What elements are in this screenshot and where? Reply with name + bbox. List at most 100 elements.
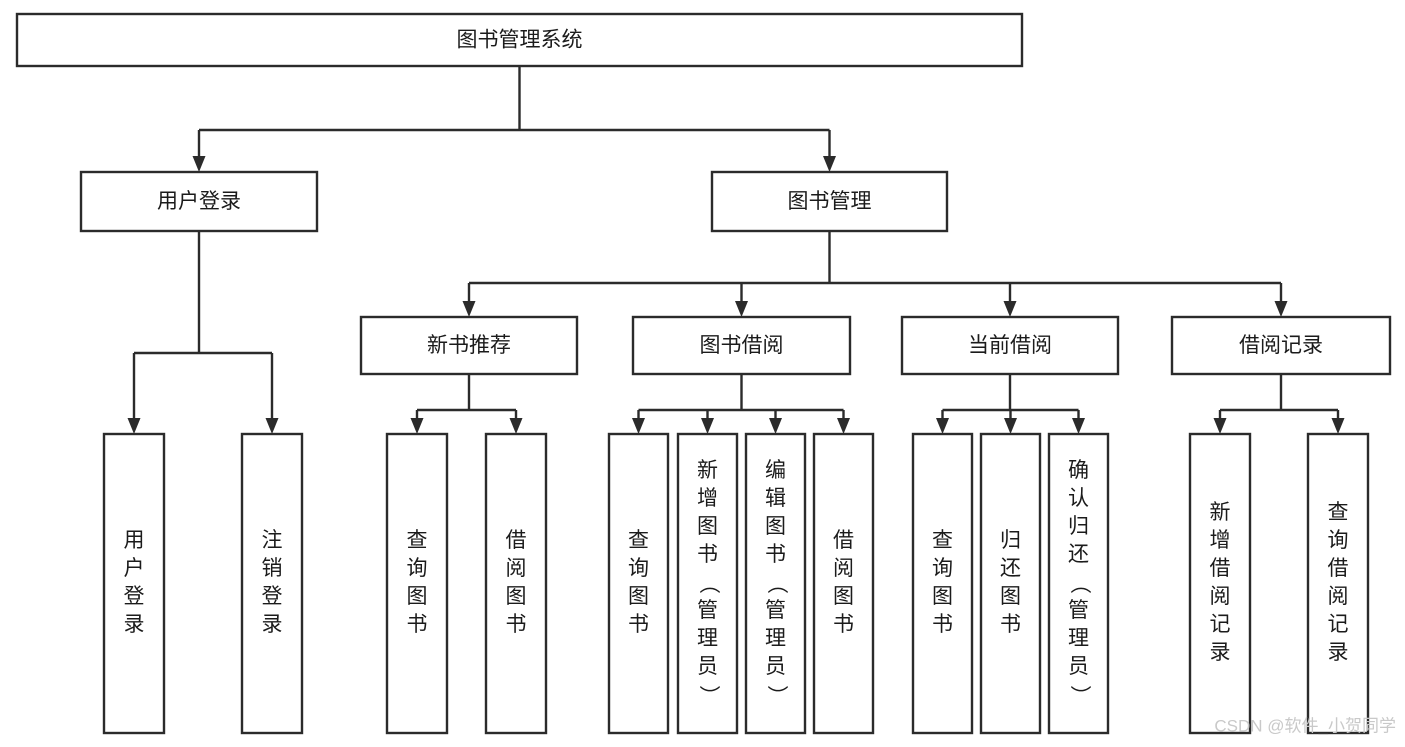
- node-box-leaf-add-record[interactable]: [1188, 432, 1252, 735]
- label-char: 归: [1068, 515, 1089, 538]
- label-char: 书: [407, 613, 428, 636]
- arrow-head-icon: [192, 156, 206, 172]
- node-box-leaf-confirm-return[interactable]: [1047, 432, 1110, 735]
- node-box-leaf-query-book-rec[interactable]: [385, 432, 449, 735]
- arrow-head-icon: [1004, 418, 1017, 434]
- node-box-leaf-edit-book[interactable]: [744, 432, 807, 735]
- node-box-leaf-add-book[interactable]: [676, 432, 739, 735]
- connector-group-borrow-record: [1213, 374, 1345, 434]
- label-char: （: [1068, 573, 1091, 594]
- node-label-book-manage-group: 图书管理: [788, 190, 872, 213]
- label-char: 还: [1068, 543, 1089, 566]
- connector-group-current-borrow: [936, 374, 1085, 434]
- node-label-leaf-user-login: 用户登录: [124, 529, 145, 636]
- node-box-leaf-query-book-cur[interactable]: [911, 432, 974, 735]
- node-user-login-group[interactable]: 用户登录: [79, 170, 319, 233]
- label-char: 借: [833, 529, 854, 552]
- label-char: 书: [765, 543, 786, 566]
- label-char: 用: [124, 529, 145, 552]
- label-char: 录: [1210, 641, 1231, 664]
- node-box-new-book-recommend[interactable]: [359, 315, 579, 376]
- label-char: 书: [932, 613, 953, 636]
- label-char: 图: [697, 515, 718, 538]
- label-char: 归: [1000, 529, 1021, 552]
- label-char: 辑: [765, 487, 786, 510]
- label-char: 录: [1328, 641, 1349, 664]
- label-char: 查: [628, 529, 649, 552]
- label-char: 书: [833, 613, 854, 636]
- node-book-manage-group[interactable]: 图书管理: [710, 170, 949, 233]
- node-leaf-user-login[interactable]: 用户登录: [102, 432, 166, 735]
- label-char: 管: [1068, 599, 1089, 622]
- node-label-current-borrow: 当前借阅: [968, 334, 1052, 357]
- node-box-borrow-record[interactable]: [1170, 315, 1392, 376]
- label-char: 增: [1210, 529, 1231, 552]
- node-label-root: 图书管理系统: [457, 29, 583, 52]
- arrow-head-icon: [509, 418, 523, 434]
- node-root[interactable]: 图书管理系统: [15, 12, 1024, 68]
- node-box-leaf-borrow-book[interactable]: [812, 432, 875, 735]
- label-char: 记: [1328, 613, 1349, 636]
- label-char: 员: [765, 655, 786, 678]
- label-char: （: [765, 573, 788, 594]
- node-box-leaf-borrow-book-rec[interactable]: [484, 432, 548, 735]
- arrow-head-icon: [936, 418, 949, 434]
- label-char: 图: [932, 585, 953, 608]
- label-char: （: [697, 573, 720, 594]
- node-box-leaf-user-login[interactable]: [102, 432, 166, 735]
- node-box-leaf-query-book-borrow[interactable]: [607, 432, 670, 735]
- label-char: 认: [1068, 487, 1089, 510]
- node-current-borrow[interactable]: 当前借阅: [900, 315, 1120, 376]
- node-box-current-borrow[interactable]: [900, 315, 1120, 376]
- label-char: 登: [262, 585, 283, 608]
- node-borrow-record[interactable]: 借阅记录: [1170, 315, 1392, 376]
- node-new-book-recommend[interactable]: 新书推荐: [359, 315, 579, 376]
- arrow-head-icon: [769, 418, 782, 434]
- label-char: 询: [628, 557, 649, 580]
- arrow-head-icon: [701, 418, 714, 434]
- label-char: 注: [262, 529, 283, 552]
- node-box-book-borrow[interactable]: [631, 315, 852, 376]
- node-book-borrow[interactable]: 图书借阅: [631, 315, 852, 376]
- node-box-user-login-group[interactable]: [79, 170, 319, 233]
- label-char: 图: [506, 585, 527, 608]
- label-char: ）: [697, 685, 720, 706]
- node-box-leaf-query-record[interactable]: [1306, 432, 1370, 735]
- label-char: 阅: [833, 557, 854, 580]
- arrow-head-icon: [823, 156, 836, 172]
- node-box-leaf-user-logout[interactable]: [240, 432, 304, 735]
- label-char: 图: [407, 585, 428, 608]
- arrow-head-icon: [1072, 418, 1085, 434]
- label-char: 借: [506, 529, 527, 552]
- label-char: 理: [1068, 627, 1089, 650]
- arrow-head-icon: [462, 301, 476, 317]
- node-box-root[interactable]: [15, 12, 1024, 68]
- arrow-head-icon: [837, 418, 850, 434]
- node-box-leaf-return-book[interactable]: [979, 432, 1042, 735]
- label-char: 阅: [1328, 585, 1349, 608]
- node-box-book-manage-group[interactable]: [710, 170, 949, 233]
- node-label-borrow-record: 借阅记录: [1239, 334, 1323, 357]
- connector-layer: [127, 66, 1345, 434]
- label-char: 确: [1068, 459, 1089, 482]
